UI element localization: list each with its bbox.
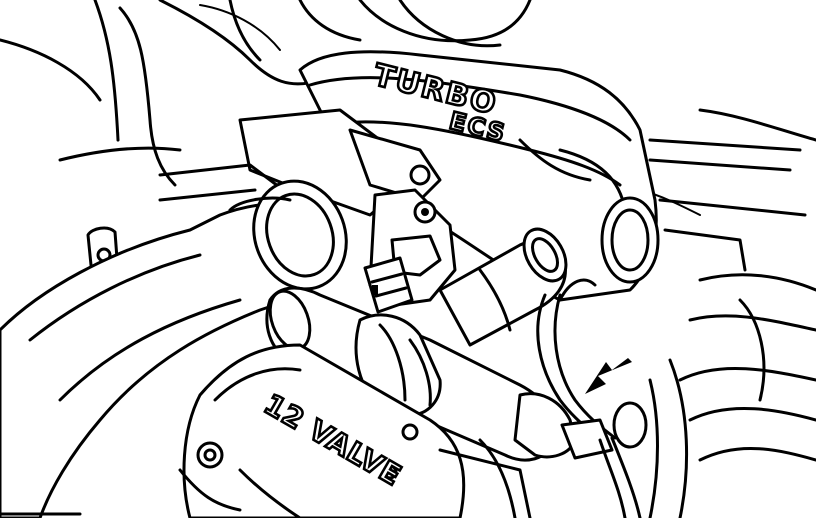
- throttle-position-sensor: [363, 188, 457, 314]
- intake-pipe: [0, 179, 348, 518]
- upper-hoses: [0, 0, 532, 187]
- intercooler-cover: [298, 50, 660, 302]
- lower-tube: [265, 286, 577, 462]
- throttle-body: [86, 108, 442, 277]
- arrow-icon: [585, 358, 632, 394]
- sensor-hose: [536, 278, 648, 518]
- right-background: [639, 108, 816, 462]
- engine-block: [178, 343, 689, 518]
